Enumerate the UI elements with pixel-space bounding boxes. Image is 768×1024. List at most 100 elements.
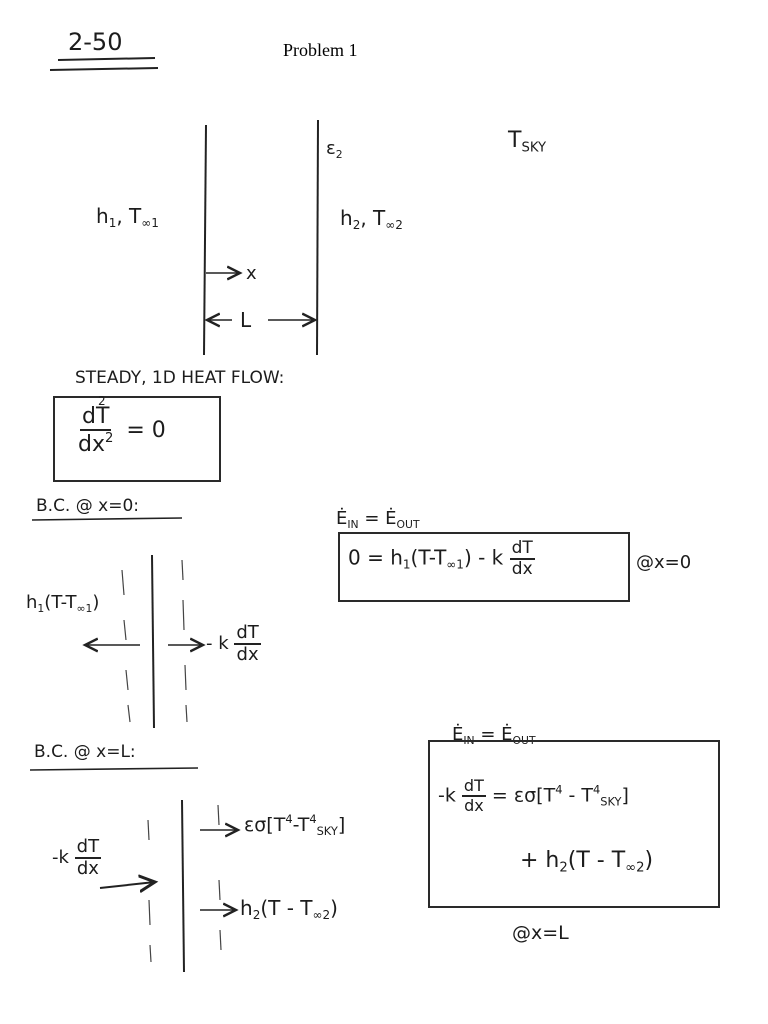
bc0-flux-left-h-sub: 1 — [37, 601, 45, 615]
governing-equation-box — [53, 396, 221, 482]
bc0-e-in-sub: IN — [347, 517, 359, 531]
left-h: h — [96, 204, 109, 228]
right-fluid-label: h2, T∞2 — [340, 206, 403, 232]
bc0-flux-right-den: dx — [236, 644, 259, 665]
wall-right-surface — [316, 119, 319, 356]
bc0-eq-h-sub: 1 — [402, 557, 411, 572]
bc0-flux-left-t-sub: ∞1 — [76, 601, 93, 615]
bc0-heading: B.C. @ x=0: — [36, 496, 139, 516]
bcl-flux-left-k: -k — [52, 847, 69, 868]
bc0-energy-balance: ĖIN = ĖOUT — [336, 508, 420, 531]
bcl-location: @x=L — [512, 922, 569, 944]
left-h-sub: 1 — [108, 216, 117, 231]
bcl-eq-line2-h: + h — [520, 848, 560, 873]
problem-number: 2-50 — [68, 28, 123, 56]
bcl-flux-convection: h2(T - T∞2) — [240, 896, 338, 922]
t-sky-symbol: T — [508, 128, 522, 153]
right-h: h — [340, 206, 353, 230]
bcl-eq-sup4: 4 — [555, 782, 563, 797]
right-t-sub: ∞2 — [385, 218, 403, 233]
length-label: L — [240, 308, 252, 332]
bcl-eq-sky-sub: SKY — [600, 794, 622, 809]
emissivity-sub: 2 — [335, 147, 343, 161]
bcl-e-eq: = Ė — [474, 724, 513, 745]
bcl-flux-rad-close: ] — [337, 813, 346, 836]
bcl-heading: B.C. @ x=L: — [34, 742, 136, 762]
bcl-flux-rad-sky-sub: SKY — [316, 823, 338, 838]
bc0-flux-left-h: h — [26, 592, 38, 613]
bc0-equation-box — [338, 532, 630, 602]
governing-num: dT — [79, 406, 112, 431]
governing-heading: STEADY, 1D HEAT FLOW: — [75, 368, 285, 388]
bcl-flux-radiation: εσ[T4-T4SKY] — [244, 812, 345, 838]
t-sky-sub: SKY — [521, 140, 547, 156]
bcl-equation-line2: + h2(T - T∞2) — [520, 848, 653, 876]
bc0-flux-right-fraction: dT dx — [234, 622, 261, 665]
bc0-e-eq: = Ė — [358, 508, 397, 529]
bcl-flux-conv-paren: (T - T — [260, 896, 313, 920]
bcl-flux-left-fraction: dT dx — [74, 838, 102, 879]
bcl-flux-rad-sup: 4 — [285, 812, 293, 826]
bc0-eq-paren: (T-T — [410, 545, 447, 570]
page-title: Problem 1 — [283, 40, 358, 60]
bcl-eq-minus: - T — [562, 784, 593, 807]
governing-den-text: dx — [78, 432, 105, 458]
bcl-energy-balance: ĖIN = ĖOUT — [452, 724, 536, 747]
header-underline — [57, 57, 156, 61]
bcl-eq-den: dx — [464, 796, 484, 815]
bc0-equation: 0 = h1(T-T∞1) - k dT dx — [348, 540, 535, 578]
right-h-sub: 2 — [352, 218, 361, 233]
governing-rhs: = 0 — [126, 418, 166, 444]
bcl-flux-rad-text: εσ[T — [244, 813, 286, 836]
x-axis-label: x — [246, 263, 257, 284]
bcl-eq-mid: = εσ[T — [491, 784, 556, 807]
bcl-eq-line2-paren: (T - T — [567, 848, 626, 873]
bc0-eq-den: dx — [511, 559, 533, 579]
bcl-flux-rad-minus: -T — [292, 813, 310, 836]
bcl-eq-sky-sup: 4 — [592, 782, 601, 797]
bc0-flux-left-paren: (T-T — [44, 592, 77, 613]
bc0-eq-lhs: 0 = h — [348, 545, 403, 570]
emissivity-symbol: ε — [326, 138, 336, 159]
bc0-eq-fraction: dT dx — [509, 538, 535, 579]
governing-den: dx2 — [78, 431, 113, 456]
bc0-flux-right-num: dT — [234, 622, 261, 645]
left-sep: , T — [116, 204, 142, 228]
bcl-e-in: Ė — [452, 724, 464, 745]
bc0-flux-right-k: - k — [206, 633, 229, 654]
bc0-eq-close: ) - k — [463, 545, 504, 570]
bc0-flux-right: - k dT dx — [206, 624, 261, 664]
bcl-flux-left-den: dx — [76, 858, 99, 879]
bcl-equation-box — [428, 740, 720, 908]
bcl-eq-line2-close: ) — [644, 848, 654, 873]
bcl-equation-line1: -k dT dx = εσ[T4 - T4SKY] — [438, 778, 629, 814]
bcl-eq-fraction: dT dx — [461, 776, 486, 815]
bc0-location: @x=0 — [636, 552, 692, 573]
left-fluid-label: h1, T∞1 — [96, 204, 159, 230]
bcl-flux-conv-h: h — [240, 896, 253, 920]
governing-den-sup: 2 — [104, 431, 114, 446]
governing-fraction: dT dx2 — [78, 406, 113, 456]
bcl-flux-conv-close: ) — [330, 896, 338, 920]
bc0-flux-left-close: ) — [92, 592, 100, 613]
bcl-flux-conv-h-sub: 2 — [252, 908, 261, 923]
bcl-eq-lhs: -k — [438, 784, 456, 807]
bcl-eq-line2-t-sub: ∞2 — [625, 860, 645, 876]
bcl-eq-num: dT — [461, 776, 486, 797]
bc0-flux-left: h1(T-T∞1) — [26, 592, 99, 615]
governing-num-sup: 2 — [98, 394, 106, 408]
bc0-e-out-sub: OUT — [396, 517, 420, 531]
bcl-eq-close: ] — [621, 784, 629, 807]
wall-left-surface — [203, 124, 207, 356]
bcl-eq-line2-h-sub: 2 — [559, 860, 568, 876]
governing-equation: dT dx2 = 0 — [78, 406, 166, 456]
emissivity-label: ε2 — [326, 138, 343, 161]
bcl-flux-conv-t-sub: ∞2 — [312, 908, 331, 923]
bcl-flux-left: -k dT dx — [52, 838, 102, 879]
bc0-eq-num: dT — [509, 538, 535, 560]
bc0-eq-t-sub: ∞1 — [446, 557, 464, 572]
right-sep: , T — [360, 206, 386, 230]
bcl-flux-rad-sky-sup: 4 — [309, 812, 317, 826]
bc0-e-in: Ė — [336, 508, 348, 529]
